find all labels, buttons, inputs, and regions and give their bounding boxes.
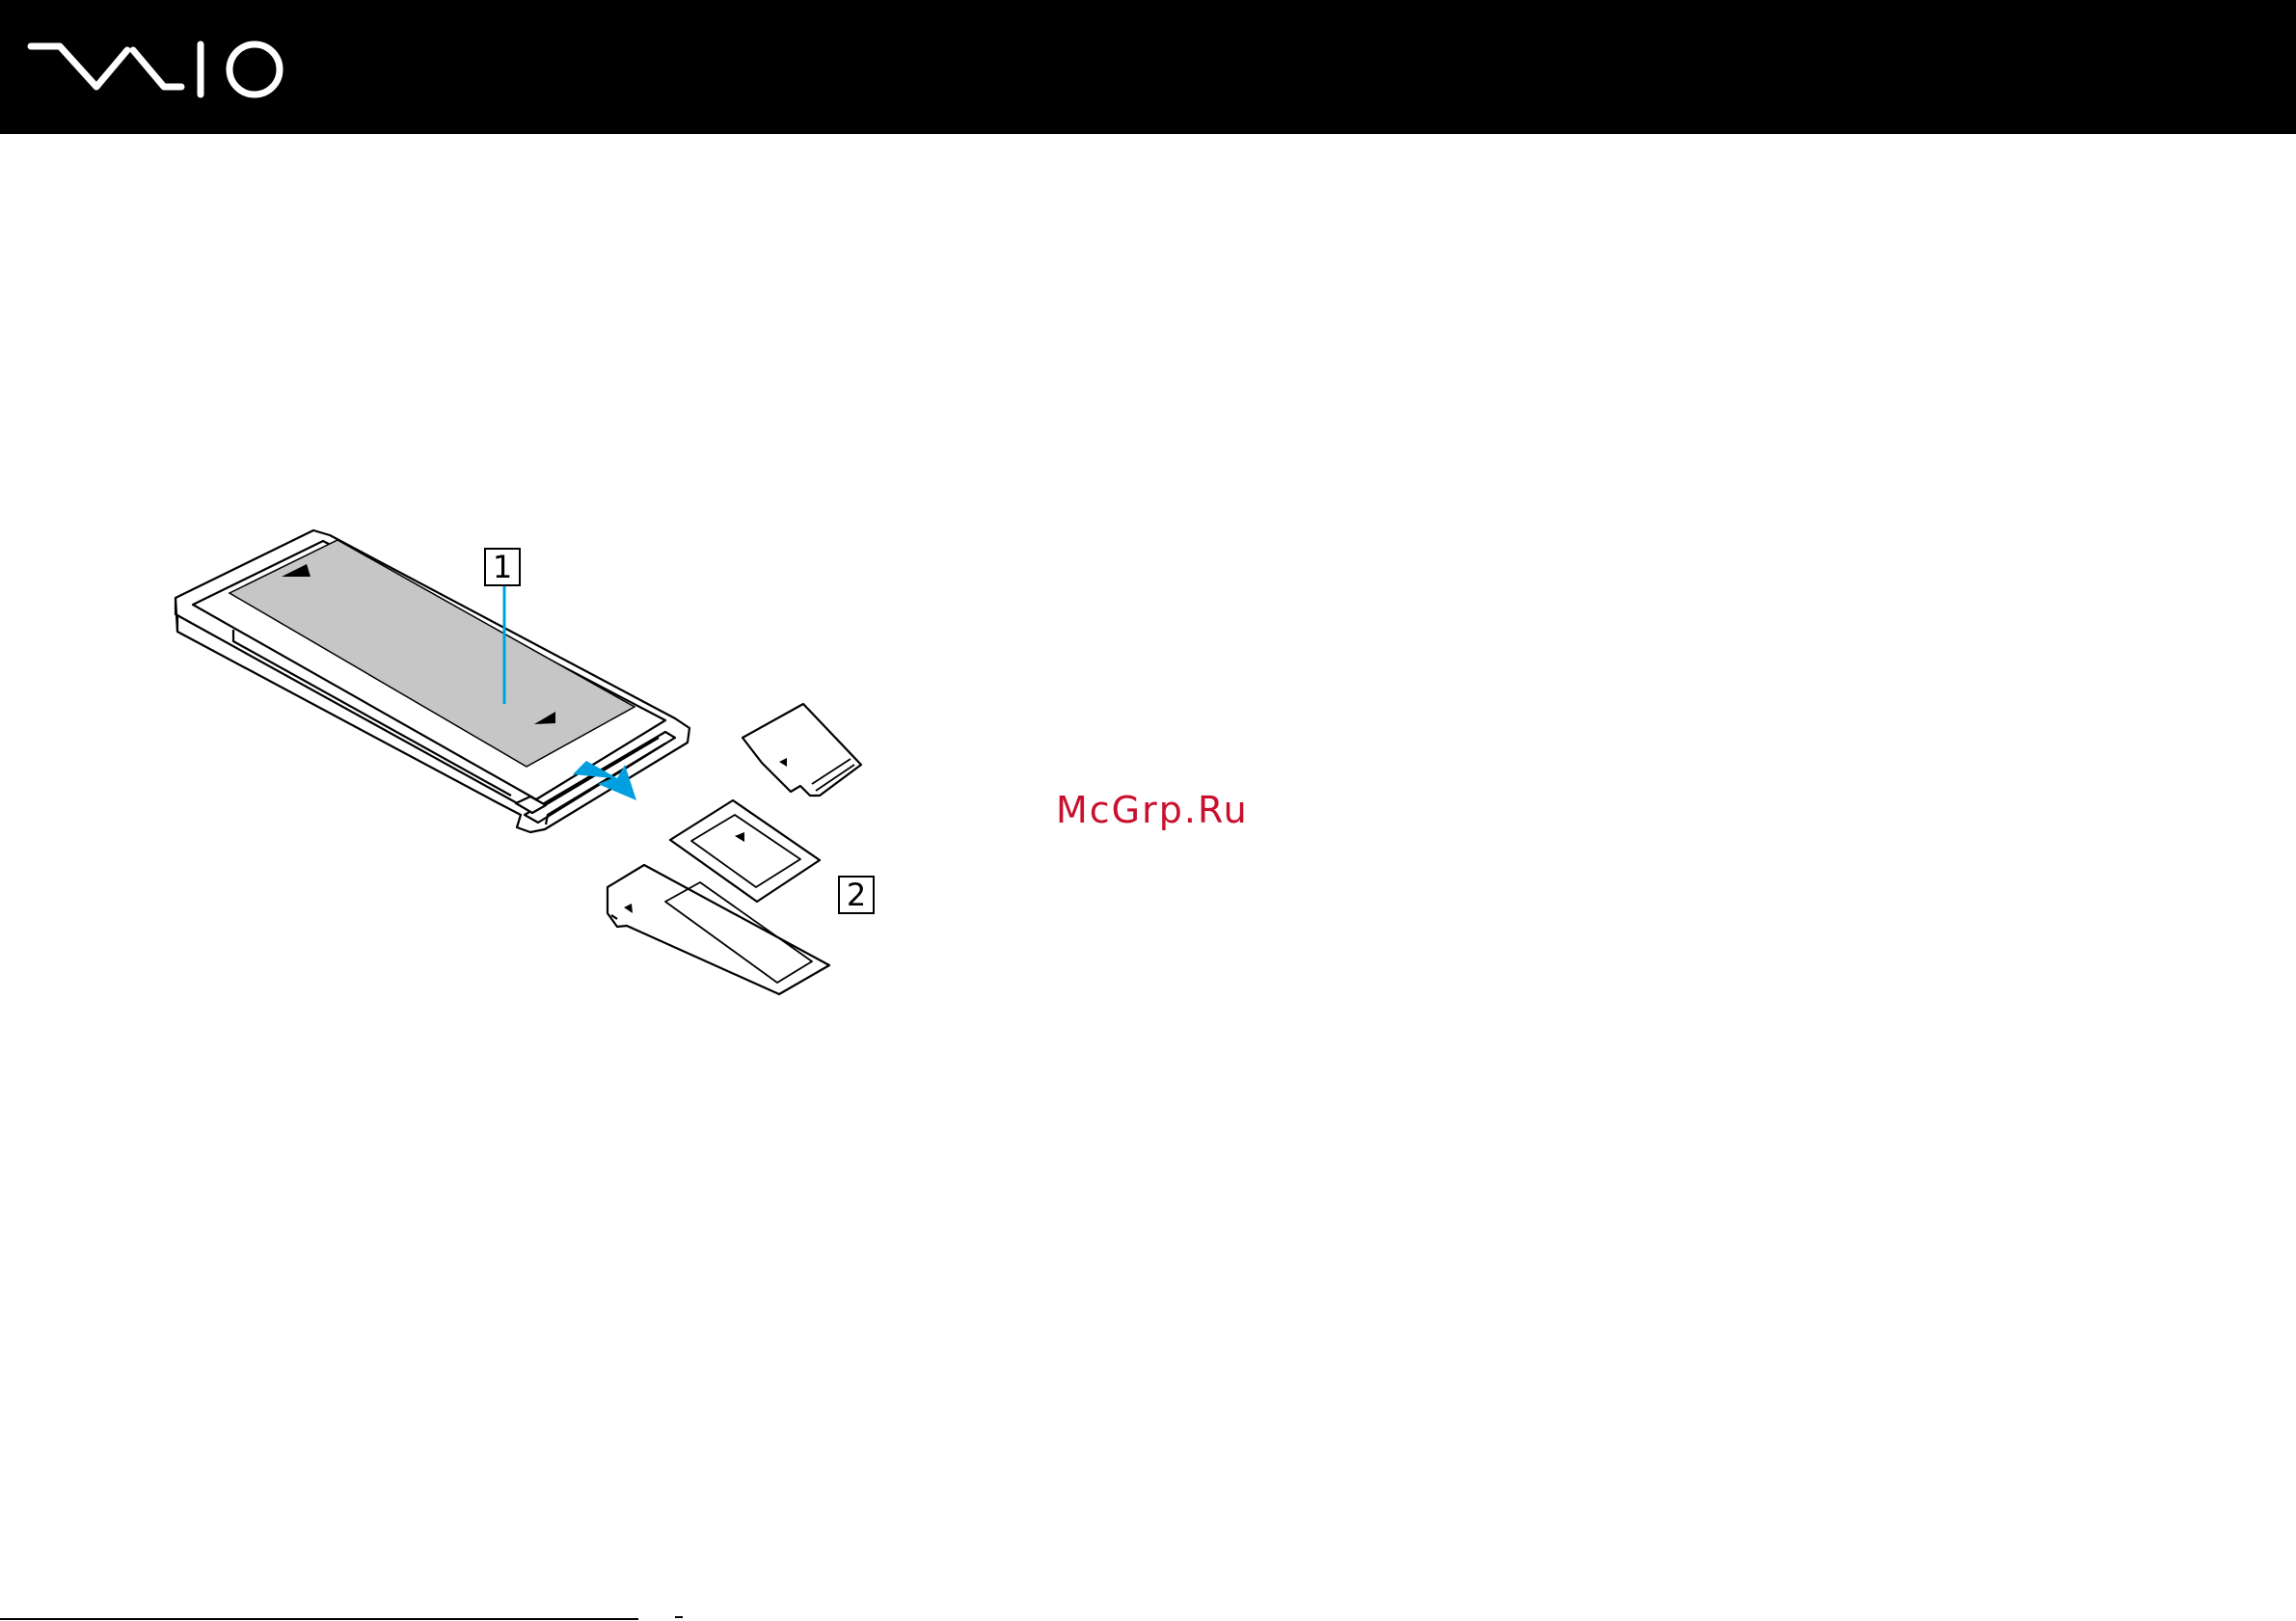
header-bar bbox=[0, 0, 2296, 134]
sd-card bbox=[743, 704, 861, 796]
callout-2: 2 bbox=[838, 876, 875, 914]
callout-1: 1 bbox=[484, 548, 521, 586]
vaio-logo bbox=[27, 37, 289, 102]
watermark-text: McGrp.Ru bbox=[1056, 789, 1249, 831]
footer-rule bbox=[0, 1618, 638, 1620]
footer-mark bbox=[675, 1616, 683, 1618]
memory-stick-card bbox=[608, 865, 829, 994]
memory-card-adapter-illustration bbox=[164, 526, 897, 1037]
